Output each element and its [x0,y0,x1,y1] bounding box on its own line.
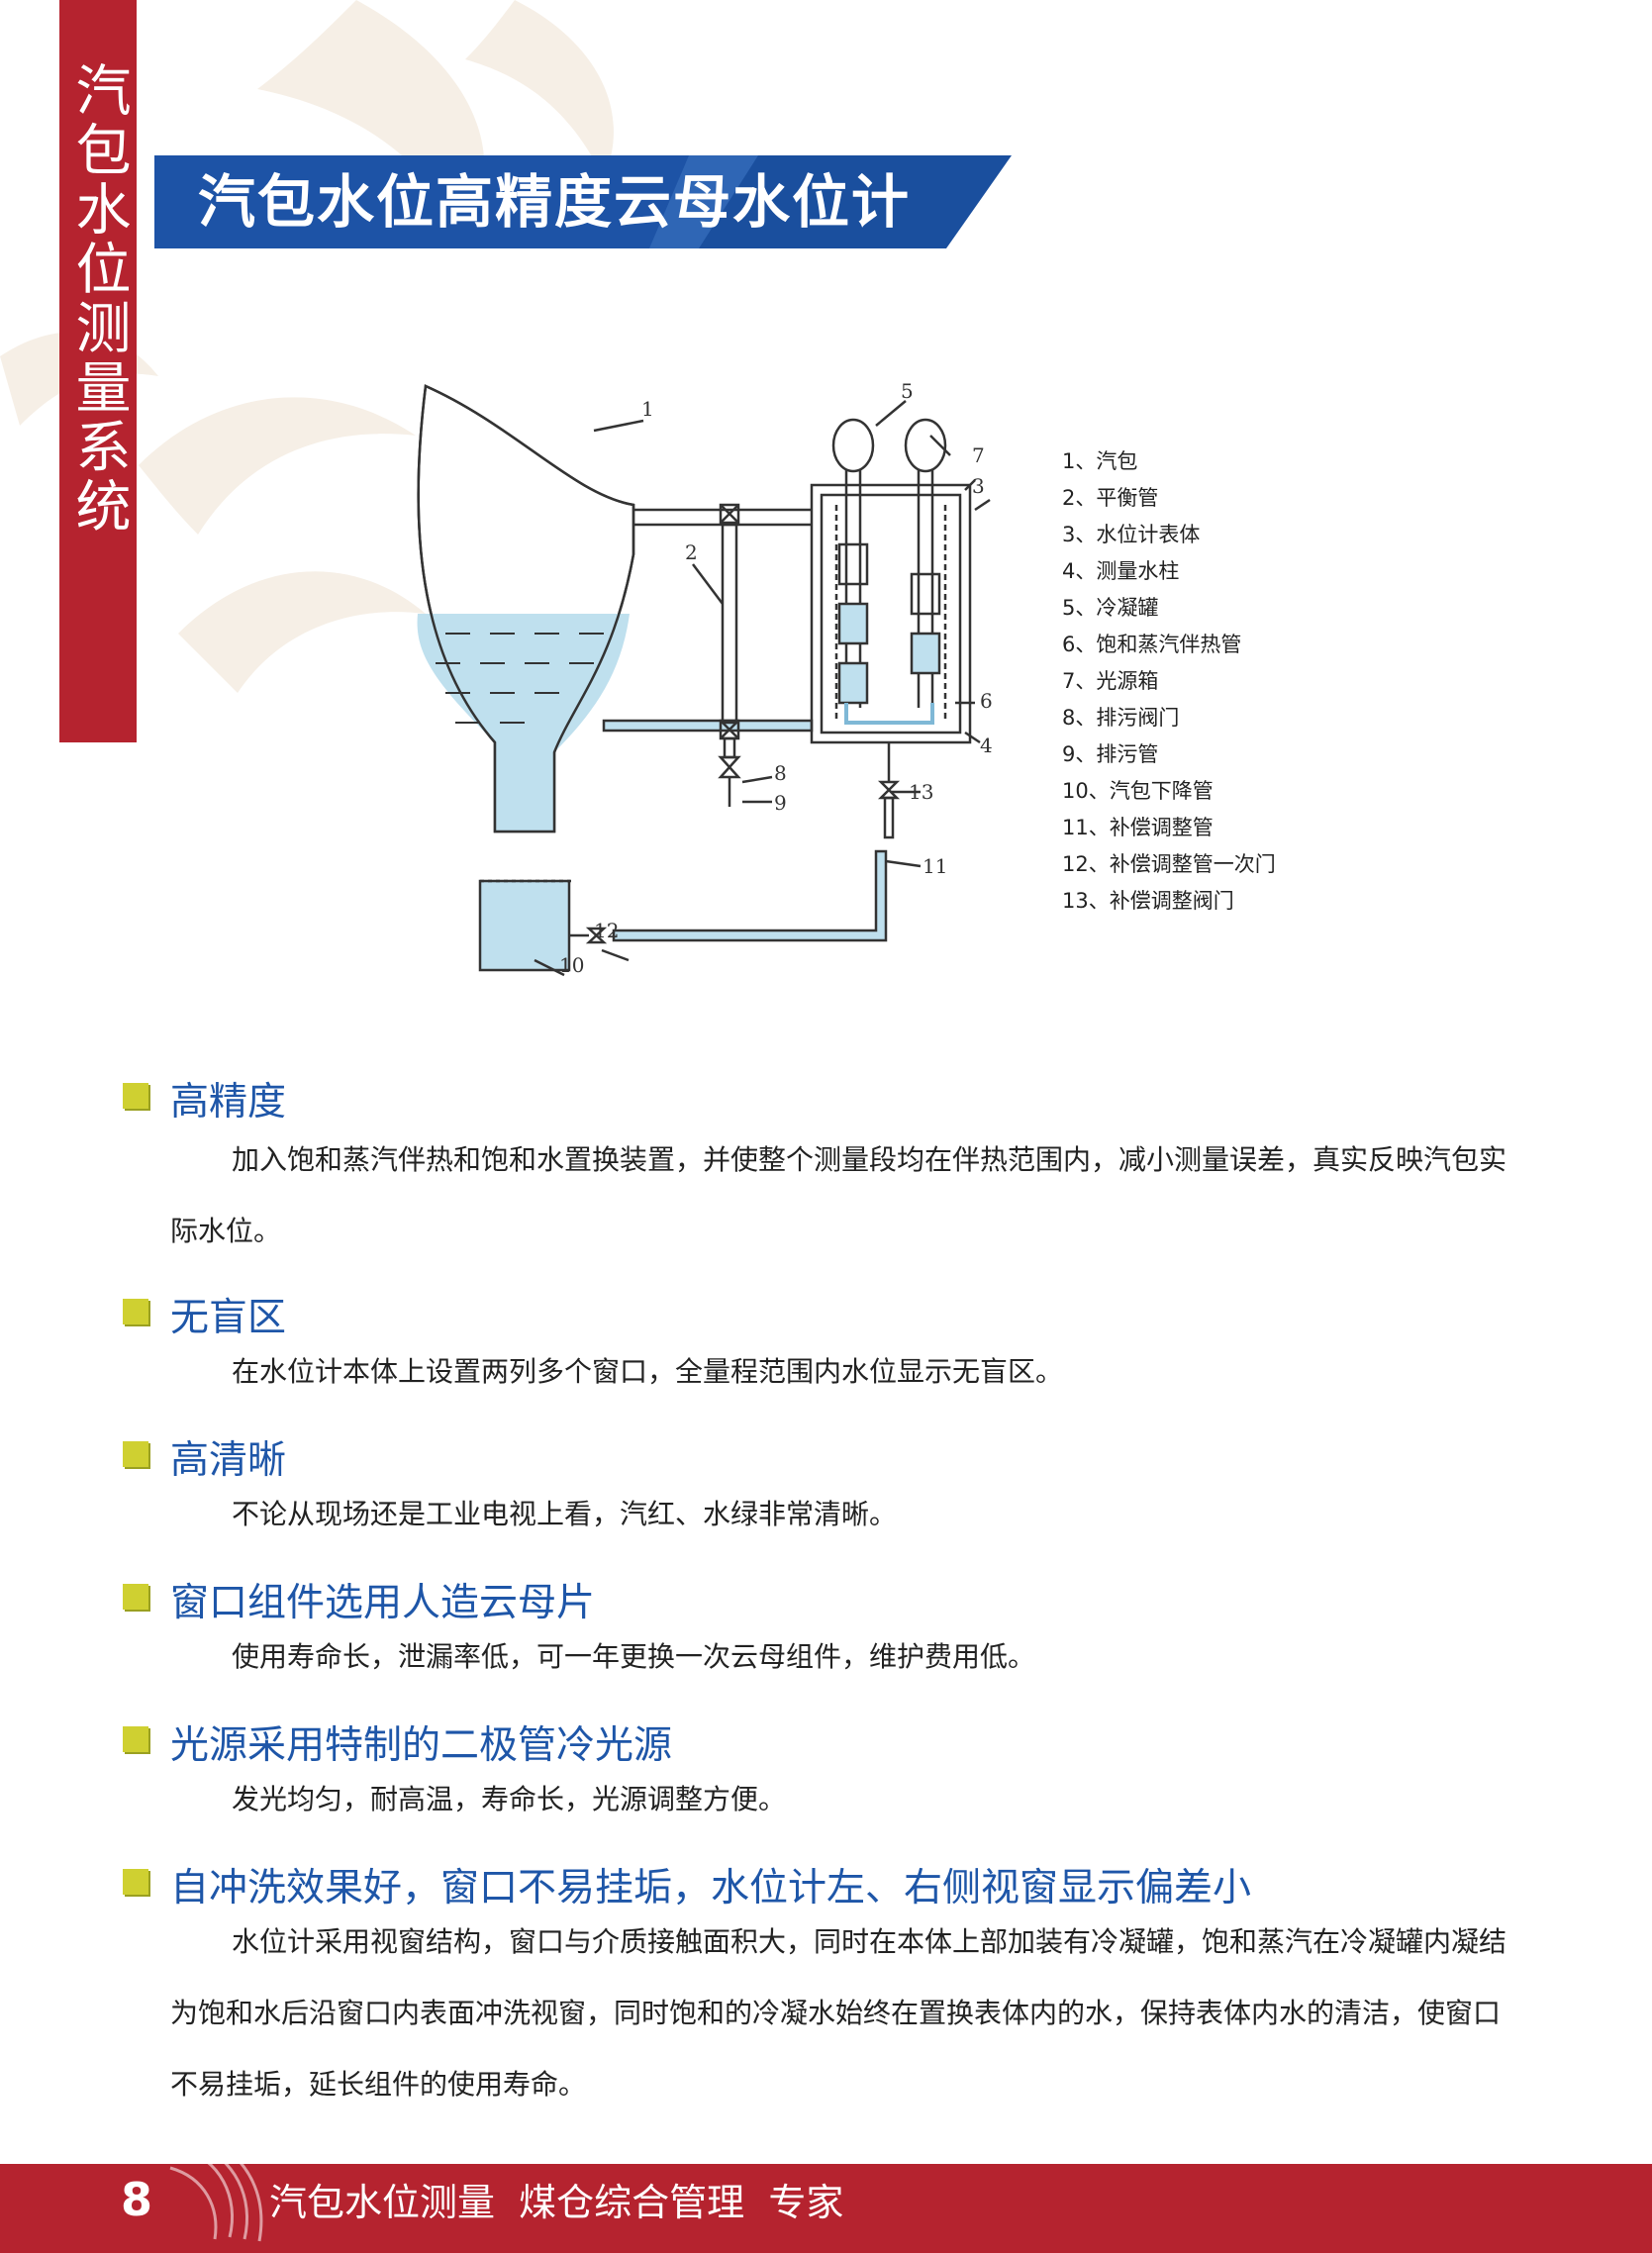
feature-title: 无盲区 [170,1296,287,1340]
feature-title: 窗口组件选用人造云母片 [170,1581,596,1625]
feature-body: 水位计采用视窗结构，窗口与介质接触面积大，同时在本体上部加装有冷凝罐，饱和蒸汽在… [170,1925,1507,2101]
diagram-label-10: 10 [559,953,584,977]
water-level-gauge-diagram: 1 2 3 4 5 6 7 8 9 10 11 12 13 [417,379,993,977]
bullet-square-icon [123,1441,148,1467]
bullet-square-icon [123,1584,148,1610]
legend-item: 5、冷凝罐 [1062,596,1159,620]
legend-item: 3、水位计表体 [1062,523,1201,546]
diagram-label-11: 11 [923,854,947,878]
legend-item: 12、补偿调整管一次门 [1062,852,1276,876]
diagram-label-5: 5 [901,379,914,403]
diagram-label-6: 6 [980,689,993,713]
diagram-label-12: 12 [594,919,619,942]
feature-body: 发光均匀，耐高温，寿命长，光源调整方便。 [232,1783,787,1815]
feature-title: 光源采用特制的二极管冷光源 [170,1723,673,1768]
legend-item: 4、测量水柱 [1062,559,1180,583]
diagram-label-2: 2 [685,540,698,564]
feature-title: 自冲洗效果好，窗口不易挂垢，水位计左、右侧视窗显示偏差小 [170,1866,1252,1910]
diagram-label-8: 8 [774,761,787,785]
feature-body: 使用寿命长，泄漏率低，可一年更换一次云母组件，维护费用低。 [232,1640,1036,1673]
swirl-logo-icon [169,2138,263,2242]
diagram-label-4: 4 [980,734,993,757]
legend-item: 9、排污管 [1062,742,1159,766]
legend-item: 13、补偿调整阀门 [1062,889,1234,913]
bullet-square-icon [123,1083,148,1109]
feature-title: 高精度 [170,1080,287,1125]
legend-item: 2、平衡管 [1062,486,1159,510]
footer-bar [0,2164,1652,2253]
legend-item: 6、饱和蒸汽伴热管 [1062,633,1242,656]
diagram-label-13: 13 [909,780,933,804]
title-banner [154,155,1012,248]
page-number: 8 [121,2173,153,2226]
footer-slogan: 汽包水位测量 煤仓综合管理 专家 [269,2181,844,2224]
feature-body: 加入饱和蒸汽伴热和饱和水置换装置，并使整个测量段均在伴热范围内，减小测量误差，真… [170,1143,1507,1247]
bullet-square-icon [123,1726,148,1752]
feature-body: 不论从现场还是工业电视上看，汽红、水绿非常清晰。 [232,1498,898,1530]
side-chapter-tab: 汽包水位测量系统 [59,0,137,742]
diagram-label-1: 1 [641,397,654,421]
feature-title: 高清晰 [170,1438,287,1483]
diagram-legend: 1、汽包 2、平衡管 3、水位计表体 4、测量水柱 5、冷凝罐 6、饱和蒸汽伴热… [1062,443,1276,920]
legend-item: 7、光源箱 [1062,669,1159,693]
legend-item: 11、补偿调整管 [1062,816,1214,839]
bullet-square-icon [123,1299,148,1324]
page-title: 汽包水位高精度云母水位计 [198,168,912,236]
diagram-label-3: 3 [972,474,985,498]
legend-item: 1、汽包 [1062,449,1138,473]
bullet-square-icon [123,1869,148,1895]
diagram-label-9: 9 [774,791,787,815]
diagram-label-7: 7 [972,443,985,467]
side-tab-text: 汽包水位测量系统 [66,61,131,537]
legend-item: 10、汽包下降管 [1062,779,1214,803]
feature-body: 在水位计本体上设置两列多个窗口，全量程范围内水位显示无盲区。 [232,1355,1064,1388]
legend-item: 8、排污阀门 [1062,706,1180,730]
